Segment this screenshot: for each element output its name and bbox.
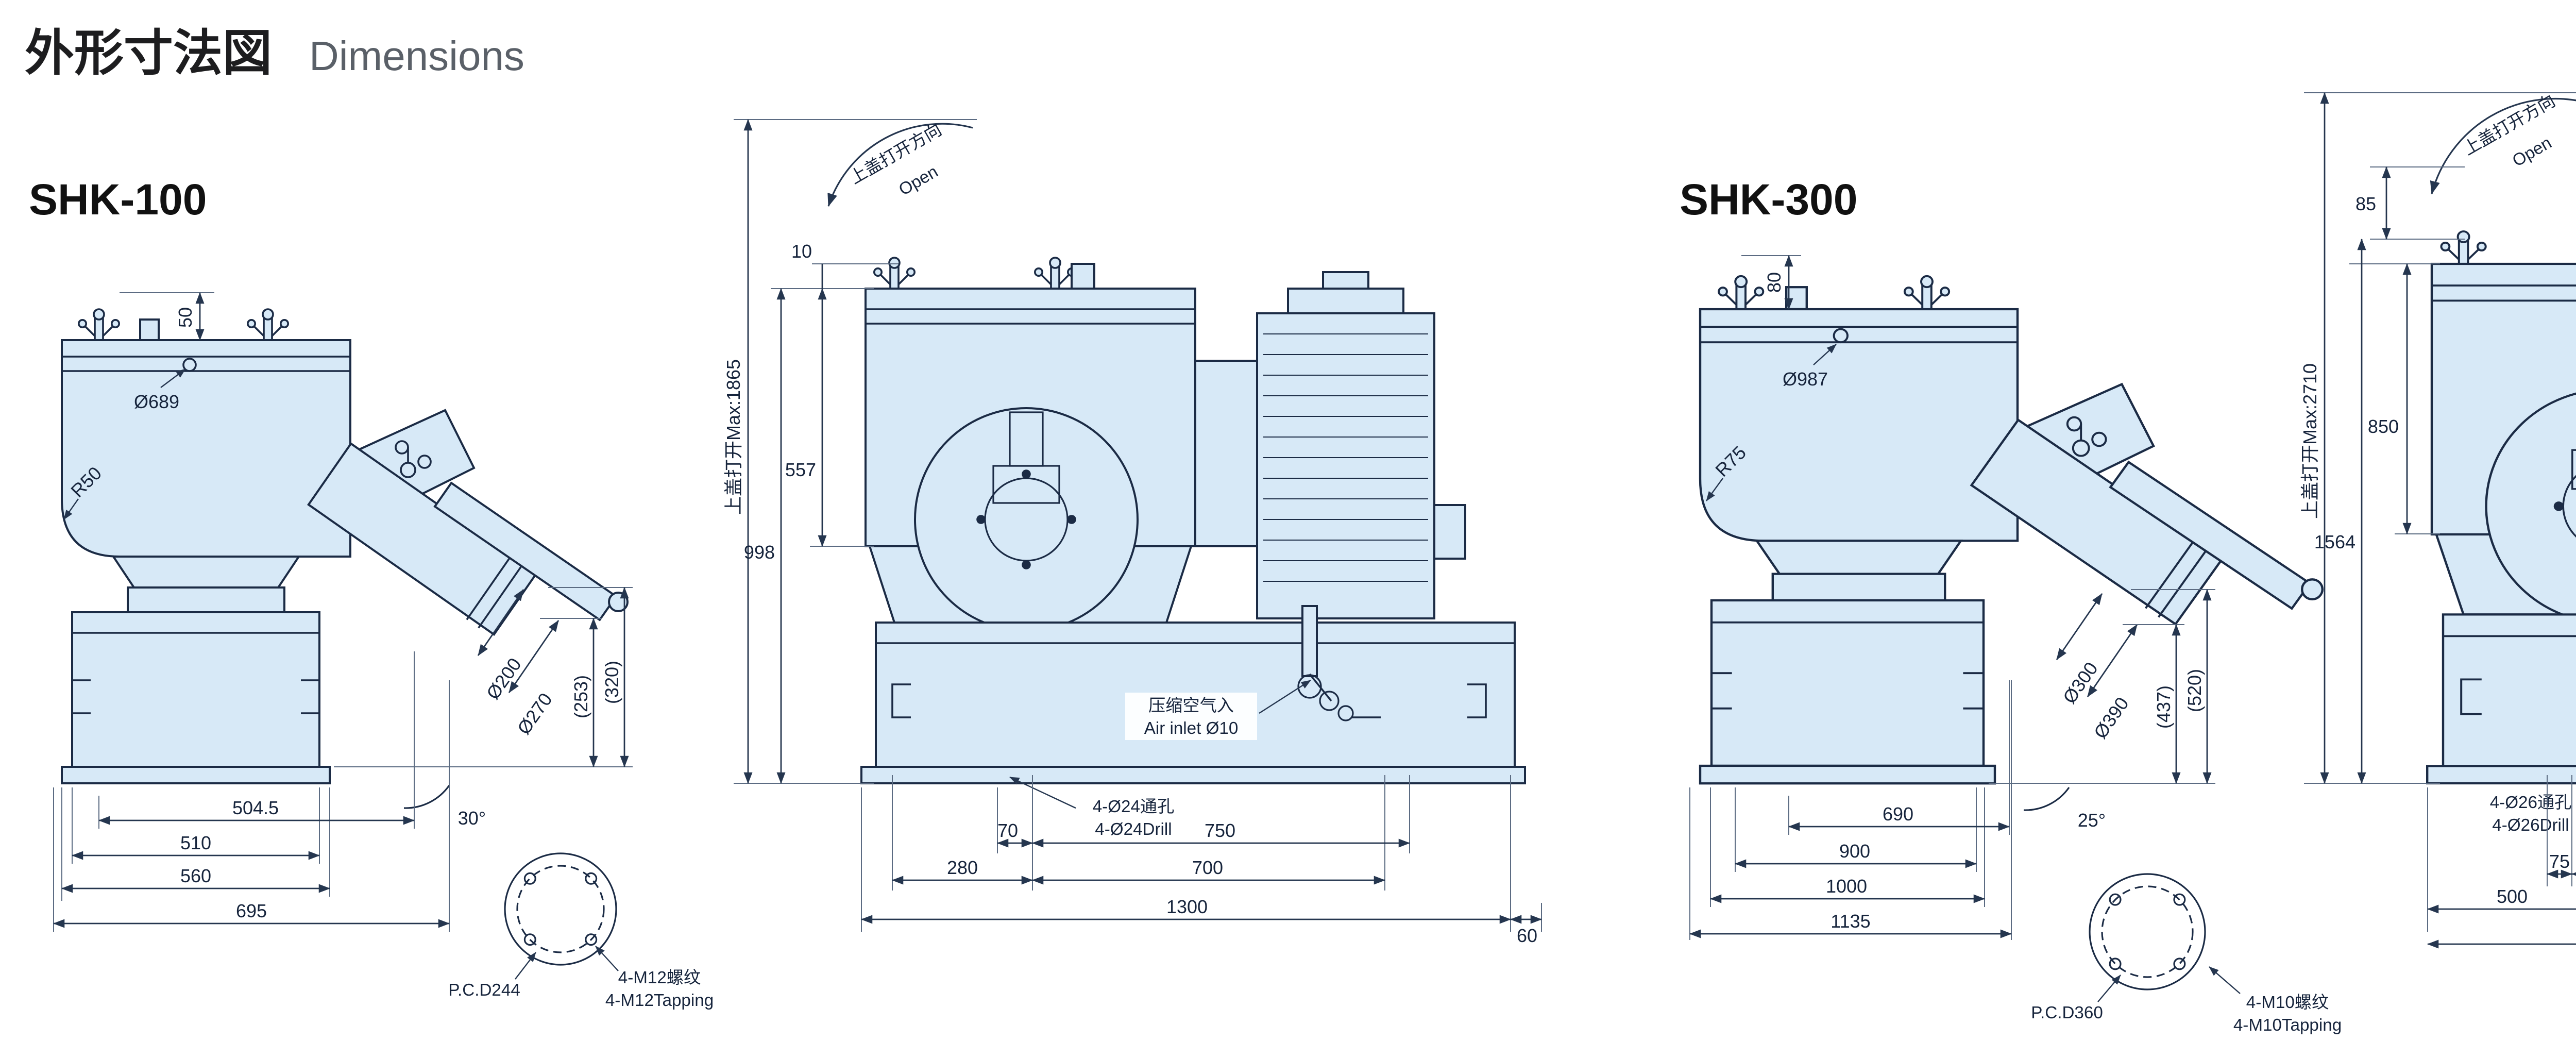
shk300-side-view: 80 Ø987 R75 Ø300 Ø390 (437) (520) 25° 69…	[1689, 255, 2323, 940]
dim-angle-25: 25°	[2078, 810, 2106, 831]
dim-chute-270: Ø270	[513, 689, 556, 738]
dim-1000: 1000	[1826, 876, 1867, 897]
dim-253: (253)	[570, 675, 591, 718]
label-air-inlet-en: Air inlet Ø10	[1144, 719, 1239, 738]
shk100-front-view: 上盖打开方向 Open 上盖打开Max:1865 998 557 10 压缩空气…	[723, 119, 1543, 946]
label-tapping-en: 4-M10Tapping	[2233, 1016, 2342, 1035]
label-tapping-zh: 4-M12螺纹	[618, 968, 701, 987]
dim-900: 900	[1839, 841, 1870, 862]
dim-chute-390: Ø390	[2090, 693, 2133, 743]
dim-75: 75	[2549, 851, 2570, 872]
label-drill-en: 4-Ø24Drill	[1095, 820, 1172, 839]
page-title-en: Dimensions	[309, 33, 524, 79]
dim-520: (520)	[2184, 669, 2205, 712]
label-tapping-en: 4-M12Tapping	[605, 991, 714, 1010]
shk300-front-view: 上盖打开方向 Open 上盖打开Max:2710 85 850 1564 压缩空…	[2299, 91, 2576, 949]
label-pcd-244: P.C.D244	[448, 981, 520, 1000]
dim-chute-300: Ø300	[2059, 658, 2102, 708]
dim-320: (320)	[601, 661, 622, 704]
dim-695: 695	[236, 900, 267, 921]
dim-70: 70	[997, 820, 1018, 841]
dim-80: 80	[1764, 272, 1785, 293]
dim-280: 280	[947, 857, 978, 878]
shk100-section: SHK-100 50 Ø689 R50 Ø200 Ø270 (253) (320…	[29, 119, 1543, 1010]
dim-560: 560	[180, 865, 211, 886]
page-title-zh: 外形寸法図	[25, 26, 272, 81]
dim-60: 60	[1517, 925, 1537, 946]
label-tapping-zh: 4-M10螺纹	[2246, 993, 2329, 1012]
dim-500: 500	[2497, 886, 2528, 907]
shk100-bolt-circle-detail: P.C.D244 4-M12螺纹 4-M12Tapping	[448, 852, 714, 1010]
dim-lid-dia-689: Ø689	[134, 391, 179, 412]
dim-850: 850	[2368, 416, 2399, 437]
header: 外形寸法図 Dimensions	[25, 26, 524, 81]
label-open-direction-en: Open	[2509, 133, 2555, 171]
dim-1135: 1135	[1831, 911, 1870, 932]
dim-50: 50	[175, 307, 196, 328]
shk300-front-machine-drawing	[2427, 231, 2576, 783]
dim-700: 700	[1192, 857, 1223, 878]
dim-open-max-1865: 上盖打开Max:1865	[723, 359, 744, 515]
dim-750: 750	[1205, 820, 1235, 841]
dim-lid-dia-987: Ø987	[1783, 368, 1828, 390]
shk100-model-label: SHK-100	[29, 175, 207, 224]
dim-85: 85	[2355, 193, 2376, 214]
shk300-bolt-circle-detail: P.C.D360 4-M10螺纹 4-M10Tapping	[2031, 873, 2342, 1035]
label-open-direction-en: Open	[895, 162, 941, 200]
dim-557: 557	[785, 459, 816, 480]
dim-open-max-2710: 上盖打开Max:2710	[2299, 363, 2320, 519]
label-drill-zh: 4-Ø24通孔	[1093, 797, 1175, 816]
dim-998: 998	[744, 542, 775, 563]
dim-690: 690	[1883, 803, 1913, 825]
label-drill-zh: 4-Ø26通孔	[2490, 793, 2572, 812]
dim-437: (437)	[2153, 685, 2174, 729]
dim-1564: 1564	[2314, 531, 2355, 552]
dim-510: 510	[180, 832, 211, 853]
label-pcd-360: P.C.D360	[2031, 1003, 2103, 1022]
shk300-section: SHK-300 80 Ø987 R75 Ø300 Ø390 (437) (520…	[1680, 91, 2576, 1035]
dim-angle-30: 30°	[458, 808, 486, 829]
shk100-side-view: 50 Ø689 R50 Ø200 Ø270 (253) (320) 30° 50…	[53, 292, 633, 932]
dim-1300: 1300	[1166, 896, 1208, 917]
dim-10: 10	[791, 241, 812, 262]
label-drill-en: 4-Ø26Drill	[2492, 816, 2569, 835]
label-air-inlet-zh: 压缩空气入	[1148, 696, 1234, 715]
dim-504-5: 504.5	[232, 797, 279, 818]
shk300-model-label: SHK-300	[1680, 175, 1857, 224]
